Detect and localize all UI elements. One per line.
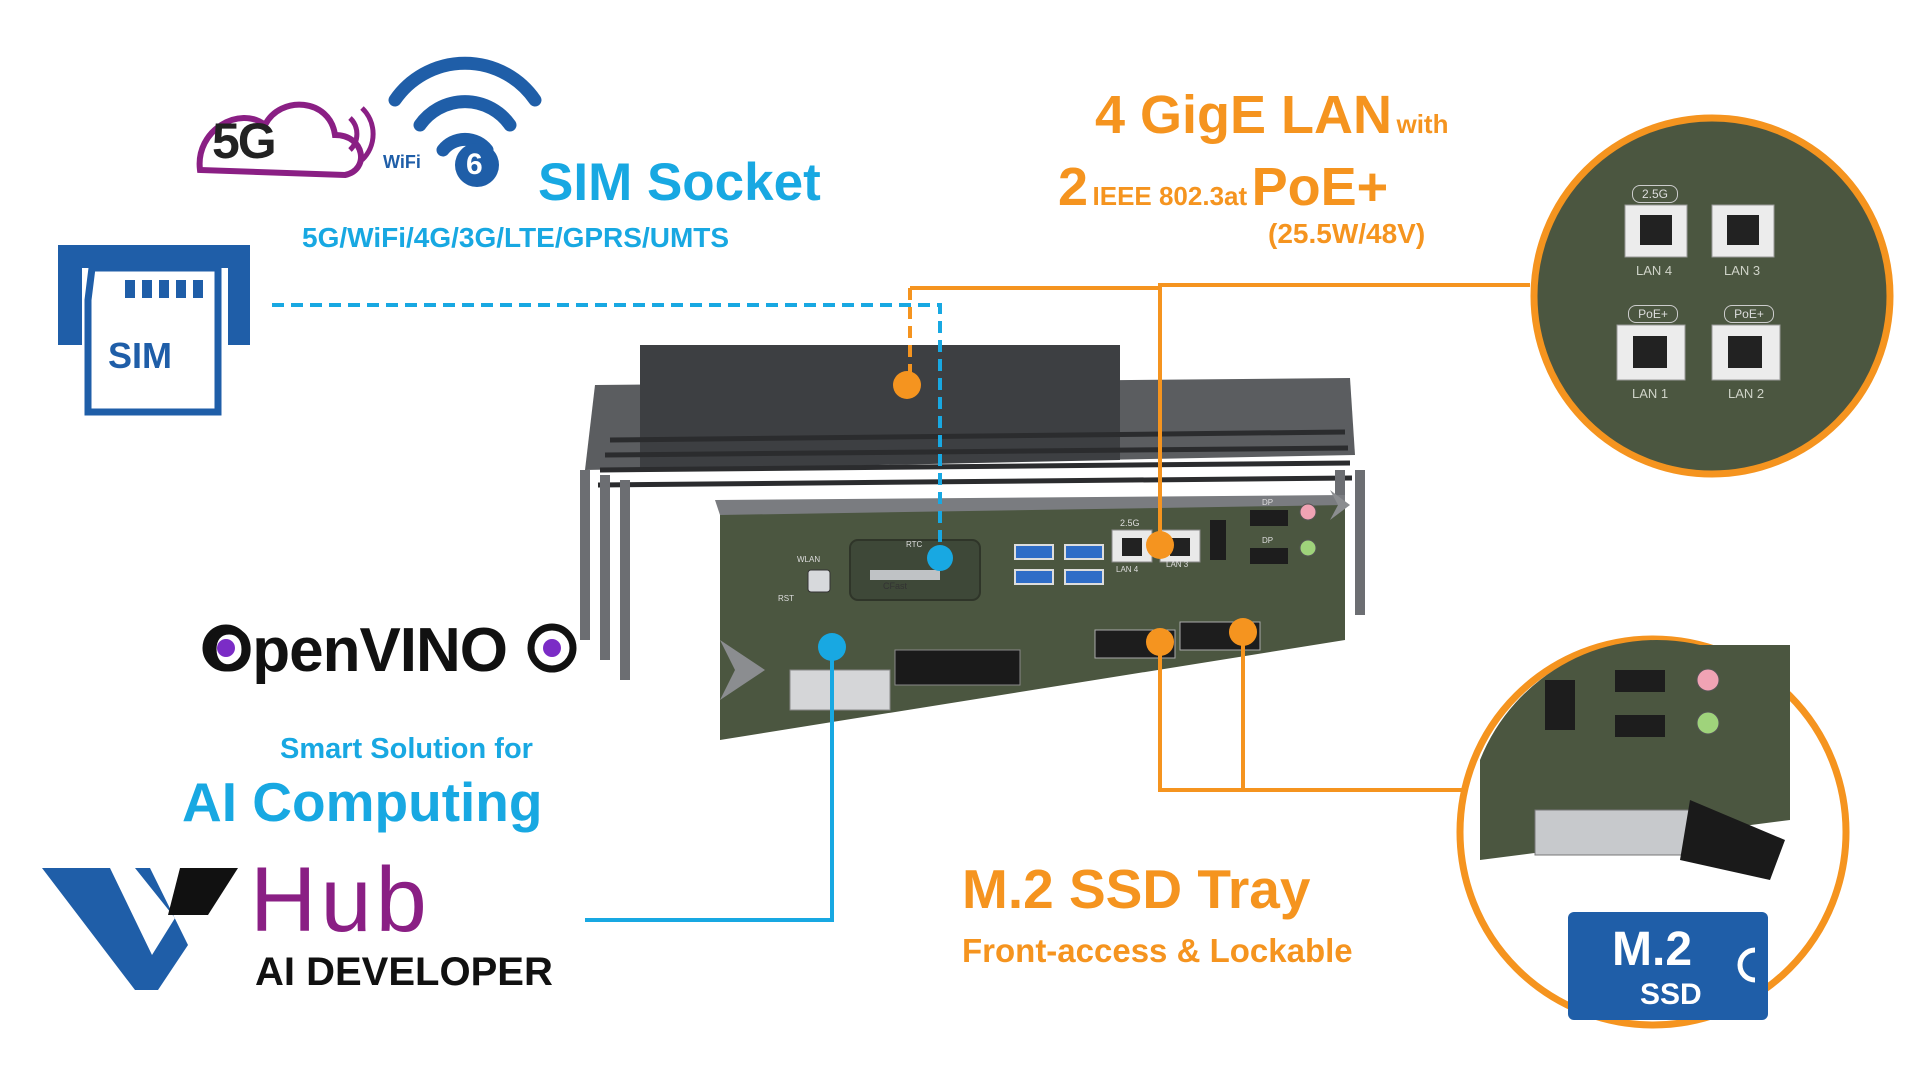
device-dp-port-2	[1250, 548, 1288, 564]
ai-line-1: Smart Solution for	[280, 733, 533, 765]
sim-connector-line	[272, 303, 942, 555]
cfast-slot	[870, 570, 940, 580]
device-label-25g: 2.5G	[1120, 518, 1140, 528]
power-button	[807, 569, 831, 593]
five-g-cloud-icon	[196, 101, 376, 179]
lan-line-2: 2 IEEE 802.3at PoE+	[1058, 156, 1388, 218]
device-front-edge	[715, 495, 1345, 515]
ssd-zoom-latch	[1680, 800, 1785, 880]
wifi6-badge	[455, 143, 499, 187]
openvino-o-icon	[202, 623, 577, 673]
device-line-out-jack	[1299, 539, 1317, 557]
ssd-zoom-tray	[1534, 809, 1696, 856]
m2-ssd-badge	[1568, 912, 1768, 1020]
lan-zoom-label-lan1: LAN 1	[1632, 386, 1669, 401]
device-label-cfast: CFast	[883, 581, 908, 591]
ssd-connector-line	[1158, 640, 1470, 792]
device-dp-vertical	[1210, 520, 1226, 560]
lan-zoom-circle	[1530, 114, 1894, 478]
device-illustration	[580, 345, 1365, 740]
device-label-lan3: LAN 3	[1166, 560, 1189, 569]
device-label-dp-2: DP	[1262, 536, 1274, 545]
lan-zoom-label-lan4: LAN 4	[1636, 263, 1673, 278]
sim-connector-dot	[927, 545, 953, 571]
ssd-zoom-dp-vertical	[1545, 680, 1575, 730]
lan-line-2-big: PoE+	[1251, 157, 1389, 217]
five-g-logo-text: 5G	[212, 113, 277, 169]
lan1-port-zoom	[1616, 324, 1686, 381]
ssd-zoom-dp-2	[1615, 715, 1665, 737]
sim-card-label: SIM	[108, 335, 173, 376]
lan-zoom-label-lan3: LAN 3	[1724, 263, 1761, 278]
lan-line-2-num: 2	[1058, 157, 1089, 217]
m2-badge-top: M.2	[1612, 923, 1693, 976]
m2-badge-notch	[1737, 947, 1756, 983]
device-chevron-left	[720, 640, 765, 700]
ai-connector-dot	[818, 633, 846, 661]
sim-socket-title: SIM Socket	[538, 153, 821, 212]
device-heatsink-fins	[597, 429, 1353, 488]
ssd-zoom-mic-jack	[1696, 668, 1720, 692]
usb-ports	[1014, 544, 1104, 585]
ssd-zoom-dp-1	[1615, 670, 1665, 692]
lan-zoom-badge-poe-2: PoE+	[1724, 305, 1774, 323]
ai-line-2: AI Computing	[182, 771, 543, 833]
lan-connector-line	[1158, 283, 1530, 540]
ai-connector-line	[585, 645, 834, 922]
lan-line-1: 4 GigE LAN with	[1095, 84, 1448, 146]
lan-zoom-badge-25g: 2.5G	[1632, 185, 1678, 203]
device-chevron-right	[1330, 490, 1350, 520]
wifi-icon	[388, 56, 542, 157]
vhub-logo-subtitle: AI DEVELOPER	[255, 950, 553, 994]
lan-zoom-badge-poe-1: PoE+	[1628, 305, 1678, 323]
device-label-lan4: LAN 4	[1116, 565, 1139, 574]
lan-line-1-small: with	[1396, 109, 1449, 139]
device-label-dp-1: DP	[1262, 498, 1274, 507]
openvino-logo-text: OpenVINO	[205, 616, 508, 685]
top-socket-connector-dot	[893, 371, 921, 399]
device-label-wlan: WLAN	[797, 555, 821, 564]
wifi-label: WiFi	[383, 152, 421, 172]
ssd-connector-dot-2	[1229, 618, 1257, 646]
ssd-subtitle: Front-access & Lockable	[962, 932, 1353, 969]
sim-socket-subtitle: 5G/WiFi/4G/3G/LTE/GPRS/UMTS	[302, 222, 730, 253]
device-dp-port-1	[1250, 510, 1288, 526]
lan-line-2-small: IEEE 802.3at	[1092, 181, 1248, 211]
ssd-zoom-line-jack	[1696, 711, 1720, 735]
lan-line-1-big: 4 GigE LAN	[1095, 85, 1393, 145]
device-drive-bay	[894, 649, 1021, 686]
lan-connector-dot	[1146, 531, 1174, 559]
lan-zoom-label-lan2: LAN 2	[1728, 386, 1765, 401]
vhub-v-logo	[42, 868, 238, 990]
lan-line-3: (25.5W/48V)	[1268, 218, 1426, 249]
m2-badge-bottom: SSD	[1640, 978, 1702, 1011]
device-label-rtc: RTC	[906, 540, 923, 549]
wifi-version: 6	[466, 148, 483, 181]
device-label-rst: RST	[778, 594, 794, 603]
vhub-logo-text: Hub	[250, 849, 431, 951]
ssd-connector-dot-1	[1146, 628, 1174, 656]
sim-card-icon	[58, 245, 250, 416]
ssd-title: M.2 SSD Tray	[962, 858, 1311, 920]
device-drive-lock	[789, 669, 891, 711]
device-mic-jack	[1299, 503, 1317, 521]
